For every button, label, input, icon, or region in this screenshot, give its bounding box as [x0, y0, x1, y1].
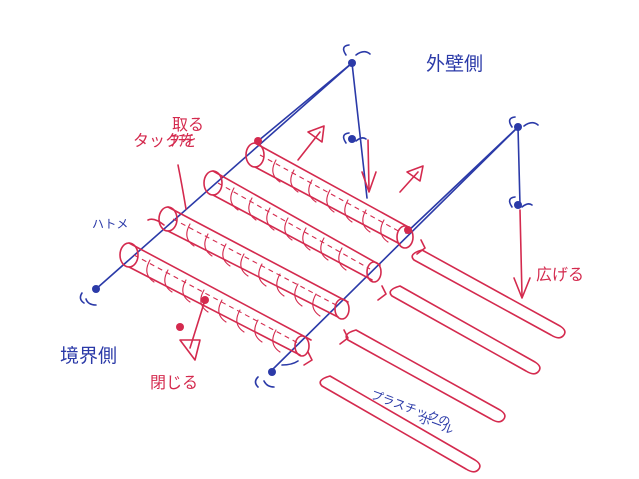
spread-label: 広げる — [536, 265, 584, 284]
pull-tuck-label: タックを — [133, 131, 197, 150]
pull-tuck-top-label: 取る — [172, 115, 204, 134]
red-grommet-dots — [176, 137, 412, 331]
direction-arrows — [147, 125, 531, 366]
pull-tuck-strike-label: ﾁﾁﾁ — [170, 131, 194, 150]
blue-grommet-dots — [92, 59, 522, 376]
wire-lines — [95, 62, 521, 373]
grommet-label: ハトメ — [92, 217, 128, 231]
anchor-hooks — [79, 44, 539, 388]
boundary-side-label: 境界側 — [60, 345, 117, 367]
close-label: 閉じる — [150, 373, 198, 392]
awning-tubes — [119, 142, 414, 357]
outer-wall-side-label: 外壁側 — [426, 53, 483, 75]
plastic-poles — [319, 249, 566, 473]
